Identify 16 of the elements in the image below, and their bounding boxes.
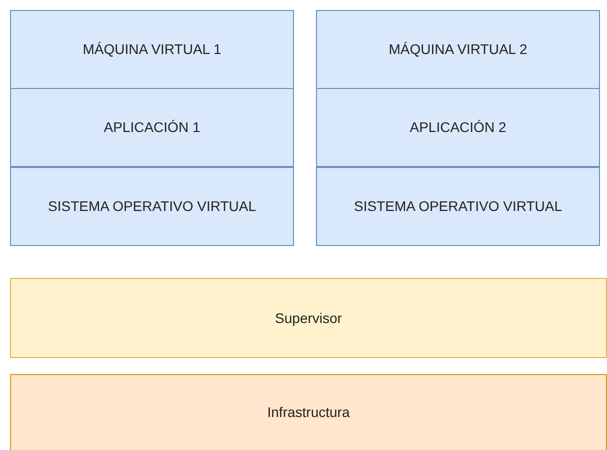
layer-band [10, 374, 607, 450]
layer-label: MÁQUINA VIRTUAL 1 [82, 40, 222, 59]
layer-box [316, 167, 600, 246]
layer-label: Infrastructura [267, 403, 350, 422]
layer-box [316, 88, 600, 167]
layer-label: SISTEMA OPERATIVO VIRTUAL [48, 197, 256, 216]
layer-label: Supervisor [275, 308, 342, 328]
layer-label: SISTEMA OPERATIVO VIRTUAL [354, 197, 562, 216]
layer-box [316, 10, 600, 89]
layer-label: MÁQUINA VIRTUAL 2 [388, 40, 528, 59]
layer-box [10, 167, 294, 246]
layer-label: APLICACIÓN 1 [104, 118, 200, 137]
layer-band [10, 278, 607, 358]
layer-label: APLICACIÓN 2 [410, 118, 506, 137]
layer-box [10, 88, 294, 167]
layer-box [10, 10, 294, 89]
